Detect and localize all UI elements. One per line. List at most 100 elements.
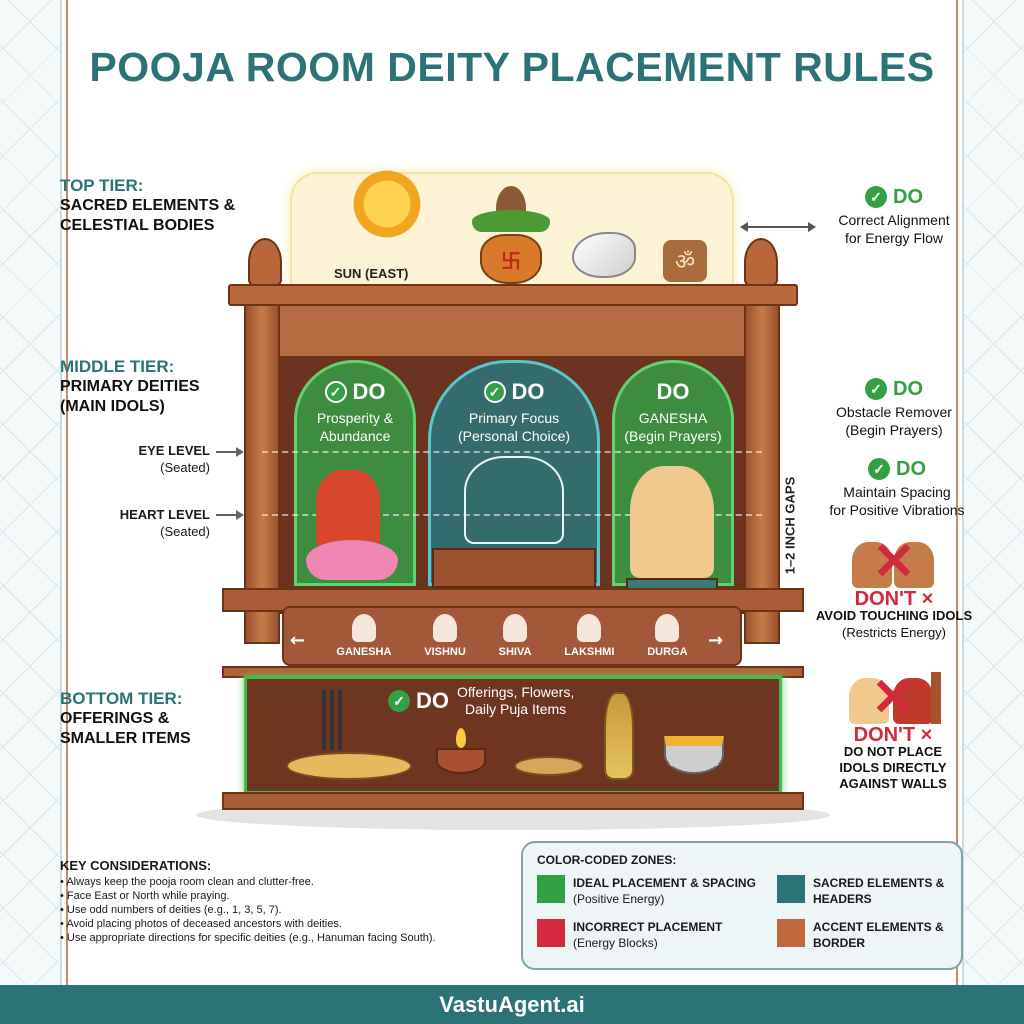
note-alignment: ✓DO Correct Alignment for Energy Flow <box>838 186 950 246</box>
incense-sticks-icon <box>322 690 326 750</box>
center-pedestal <box>432 548 596 588</box>
check-icon: ✓ <box>865 378 887 400</box>
list-item: Face East or North while praying. <box>60 889 436 903</box>
bottom-tier-line1: OFFERINGS & <box>60 710 170 727</box>
lotus-icon <box>306 540 398 580</box>
list-item: Use appropriate directions for specific … <box>60 931 436 945</box>
left-pattern-border <box>0 0 62 985</box>
deity-lakshmi: LAKSHMI <box>564 614 614 658</box>
top-tier-label: TOP TIER: SACRED ELEMENTS & CELESTIAL BO… <box>60 176 235 236</box>
niche-do-badge: DO <box>656 379 690 404</box>
right-pillar <box>744 304 780 644</box>
kalash-icon: 卐 <box>480 234 542 284</box>
wall-icon <box>931 672 941 724</box>
lakshmi-icon <box>893 678 933 724</box>
bottom-tier-head: BOTTOM TIER: <box>60 689 183 708</box>
bell-icon <box>604 692 634 780</box>
niche-desc: Primary Focus (Personal Choice) <box>457 410 571 444</box>
heart-level-text: HEART LEVEL <box>119 507 210 522</box>
legend-entry-accent: ACCENT ELEMENTS &BORDER <box>777 919 947 951</box>
bottom-tier-line2: SMALLER ITEMS <box>60 730 191 747</box>
deity-order-row: GANESHA VISHNU SHIVA LAKSHMI DURGA <box>282 606 742 666</box>
legend-entry-sacred: SACRED ELEMENTS &HEADERS <box>777 875 947 907</box>
durga-icon <box>655 614 680 642</box>
bottom-tier-label: BOTTOM TIER: OFFERINGS & SMALLER ITEMS <box>60 689 191 749</box>
right-accent-line <box>956 0 958 985</box>
right-arrow-icon: → <box>708 630 724 651</box>
check-icon: ✓ <box>868 458 890 480</box>
page-title: POOJA ROOM DEITY PLACEMENT RULES <box>89 44 935 90</box>
bottom-do-badge: ✓ DO <box>388 688 449 714</box>
mandir-top-cornice <box>228 284 798 306</box>
aarti-plate-icon <box>514 756 584 776</box>
left-pillar <box>244 304 280 644</box>
middle-tier-line2: (MAIN IDOLS) <box>60 398 165 415</box>
flower-plate-icon <box>286 752 412 780</box>
niche-do-badge: ✓ DO <box>483 379 545 405</box>
om-symbol-icon: ॐ <box>663 240 707 282</box>
left-arrow-icon: ← <box>290 630 306 651</box>
footer-brand: VastuAgent.ai <box>0 985 1024 1024</box>
bottom-plinth <box>222 792 804 810</box>
key-considerations-heading: KEY CONSIDERATIONS: <box>60 858 212 873</box>
bottom-tier-note: ✓ DO Offerings, Flowers, Daily Puja Item… <box>388 684 574 718</box>
orange-swatch <box>777 919 805 947</box>
carved-arch-band <box>244 304 780 358</box>
heart-level-label: HEART LEVEL (Seated) <box>60 506 210 540</box>
heart-level-sub: (Seated) <box>160 524 210 539</box>
heart-level-guide-line <box>262 514 762 516</box>
middle-tier-line1: PRIMARY DEITIES <box>60 378 200 395</box>
teal-swatch <box>777 875 805 903</box>
right-pattern-border <box>962 0 1024 985</box>
against-wall-illustration: ✕ <box>845 672 941 724</box>
left-finial <box>248 238 282 286</box>
shiva-parvati-outline-icon <box>464 456 564 544</box>
check-icon: ✓ <box>388 690 410 712</box>
eye-level-guide-line <box>262 451 762 453</box>
touching-idols-illustration: ✕ <box>846 536 942 588</box>
eye-level-text: EYE LEVEL <box>138 443 210 458</box>
heart-level-arrow-icon <box>216 510 244 520</box>
prasad-bowl-icon <box>664 736 724 774</box>
key-considerations: KEY CONSIDERATIONS: Always keep the pooj… <box>60 858 436 945</box>
green-swatch <box>537 875 565 903</box>
lakshmi-idol-icon <box>316 470 380 550</box>
note-spacing: ✓DO Maintain Spacing for Positive Vibrat… <box>829 458 965 518</box>
red-swatch <box>537 919 565 947</box>
check-icon: ✓ <box>865 186 887 208</box>
sun-label: SUN (EAST) <box>334 266 409 281</box>
deity-durga: DURGA <box>647 614 688 658</box>
deity-shiva: SHIVA <box>499 614 531 658</box>
legend-entry-incorrect: INCORRECT PLACEMENT(Energy Blocks) <box>537 919 777 951</box>
color-legend: COLOR-CODED ZONES: IDEAL PLACEMENT & SPA… <box>521 841 963 970</box>
niche-desc: GANESHA (Begin Prayers) <box>624 410 722 444</box>
eye-level-sub: (Seated) <box>160 460 210 475</box>
legend-heading: COLOR-CODED ZONES: <box>537 853 677 867</box>
ganesha-icon <box>849 678 889 724</box>
deity-ganesha: GANESHA <box>336 614 391 658</box>
check-icon: ✓ <box>324 381 347 403</box>
lakshmi-icon <box>577 614 602 642</box>
top-tier-line1: SACRED ELEMENTS & <box>60 197 236 214</box>
gap-label-text: 1–2 INCH GAPS <box>782 476 798 574</box>
conch-shell-icon <box>572 232 636 278</box>
diya-lamp-icon <box>436 748 486 774</box>
list-item: Avoid placing photos of deceased ancesto… <box>60 917 436 931</box>
deity-vishnu: VISHNU <box>424 614 466 658</box>
eye-level-label: EYE LEVEL (Seated) <box>60 442 210 476</box>
sun-icon <box>348 165 426 243</box>
mango-leaves-icon <box>472 210 550 232</box>
niche-desc: Prosperity & Abundance <box>316 410 394 444</box>
idol-icon <box>852 542 892 588</box>
gap-label: 1–2 INCH GAPS <box>776 450 804 600</box>
shiva-icon <box>503 614 528 642</box>
idol-icon <box>894 542 934 588</box>
middle-tier-label: MIDDLE TIER: PRIMARY DEITIES (MAIN IDOLS… <box>60 357 200 417</box>
double-arrow-icon <box>740 222 816 232</box>
eye-level-arrow-icon <box>216 447 244 457</box>
niche-do-badge: ✓ DO <box>324 379 386 405</box>
ganesha-icon <box>351 614 376 642</box>
flame-icon <box>456 728 466 748</box>
top-tier-head: TOP TIER: <box>60 176 144 195</box>
red-x-icon: ✕ <box>872 533 916 591</box>
